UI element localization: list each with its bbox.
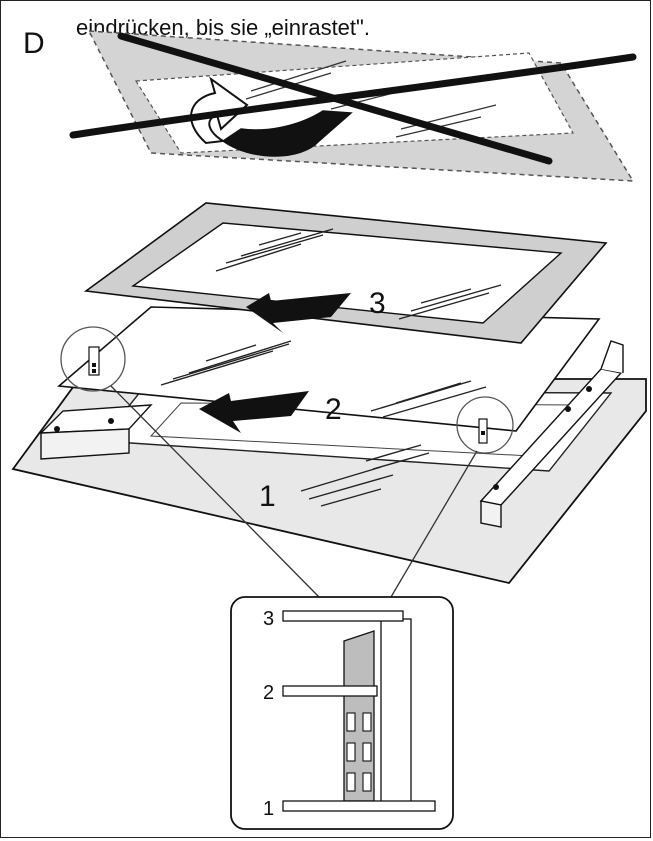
magnify-circle-left — [60, 326, 126, 392]
clip-detail-view: 3 2 1 — [230, 596, 454, 830]
assembly-exploded-view: 1 2 — [11, 202, 647, 598]
insert-arrow-2-icon — [199, 391, 309, 433]
pane-label-1: 1 — [259, 480, 276, 513]
step-letter: D — [23, 27, 45, 60]
magnify-circle-right — [456, 396, 514, 454]
detail-pane-1 — [282, 800, 436, 812]
pane-label-3: 3 — [369, 287, 386, 320]
insert-arrow-3-icon — [246, 293, 351, 333]
detail-pane-2 — [282, 685, 378, 697]
incorrect-insertion-illustration — [69, 30, 637, 182]
detail-label-2: 2 — [263, 682, 274, 704]
detail-label-1: 1 — [263, 798, 274, 820]
glass-pane-2 — [57, 306, 601, 432]
detail-label-3: 3 — [263, 608, 274, 630]
detail-pane-3 — [282, 610, 404, 622]
cross-out-line — [69, 53, 637, 139]
pane-label-2: 2 — [325, 393, 342, 426]
